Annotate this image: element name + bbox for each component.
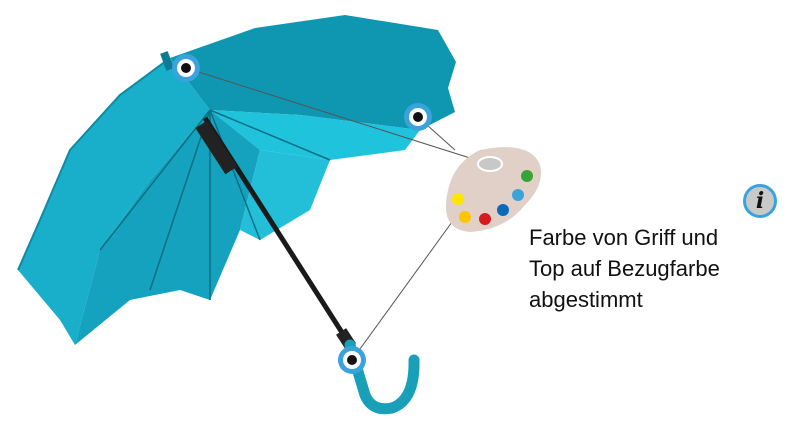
caption-line: abgestimmt (529, 287, 643, 312)
marker-canopy[interactable] (404, 103, 432, 131)
umbrella-handle (344, 339, 420, 415)
umbrella-canopy (17, 15, 456, 345)
marker-handle[interactable] (338, 346, 366, 374)
color-palette-icon (445, 147, 541, 232)
caption-line: Top auf Bezugfarbe (529, 256, 720, 281)
info-icon[interactable]: i (743, 184, 777, 218)
marker-top[interactable] (172, 54, 200, 82)
caption-line: Farbe von Griff und (529, 225, 719, 250)
feature-caption: Farbe von Griff und Top auf Bezugfarbe a… (529, 222, 720, 315)
